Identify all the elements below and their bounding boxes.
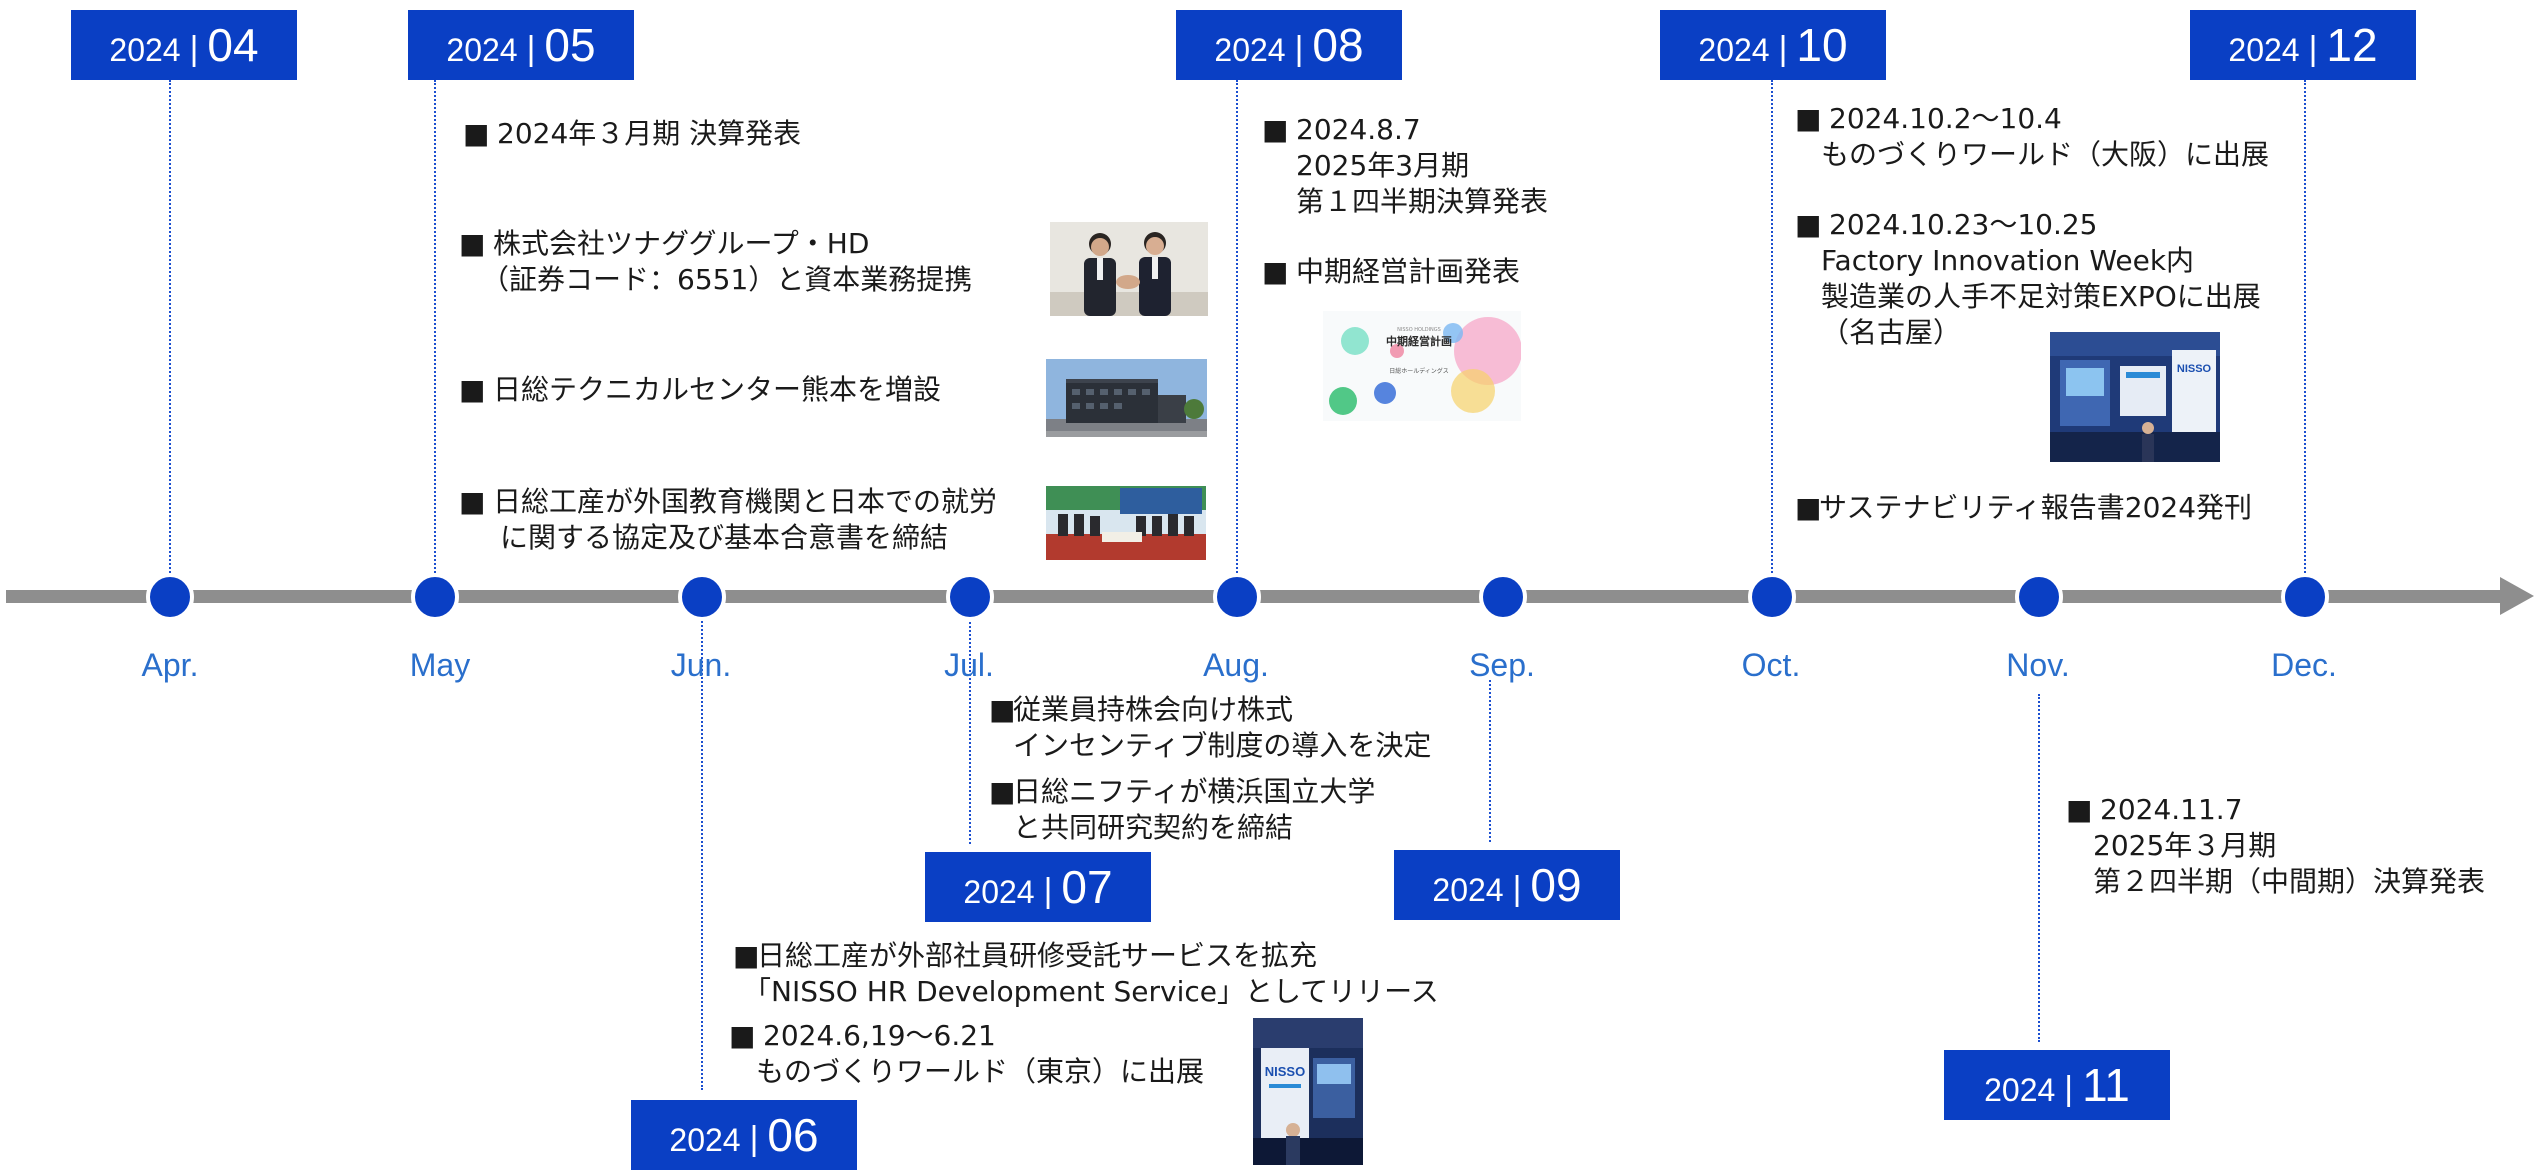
year-box-04: 2024|04 [71,10,297,80]
month-label-nov: Nov. [2006,647,2070,683]
svg-text:NISSO HOLDINGS: NISSO HOLDINGS [1397,327,1441,333]
month-label-jun: Jun. [670,647,732,683]
timeline-dot-may [411,573,459,621]
event-oct-monozukuri-osaka: ■2024.10.2～10.4 ものづくりワールド（大阪）に出展 [1795,102,2270,171]
event-aug-midterm-plan: ■中期経営計画発表 [1262,255,1521,288]
timeline-dot-dec [2281,573,2329,621]
svg-text:中期経営計画: 中期経営計画 [1386,334,1452,348]
month-label-jul: Jul. [944,647,994,683]
year-box-08: 2024|08 [1176,10,1402,80]
month-label-apr: Apr. [141,647,199,683]
connector-dec [2304,80,2306,576]
timeline-dot-oct [1748,573,1796,621]
kumamoto-building-photo [1046,359,1207,437]
year-box-10: 2024|10 [1660,10,1886,80]
svg-text:NISSO: NISSO [2177,363,2212,375]
event-jul-stock-incentive: ■従業員持株会向け株式 インセンティブ制度の導入を決定 [989,693,1432,762]
agreement-signing-photo [1046,486,1206,560]
midterm-plan-cover-image: NISSO HOLDINGS 中期経営計画 日総ホールディングス [1323,311,1521,421]
event-may-foreign-agreement: ■日総工産が外国教育機関と日本での就労 に関する協定及び基本合意書を締結 [459,485,998,554]
month-label-oct: Oct. [1741,647,1801,683]
event-may-earnings: ■2024年３月期 決算発表 [463,117,802,150]
timeline-dot-apr [146,573,194,621]
connector-oct [1771,80,1773,576]
year-box-07: 2024|07 [925,852,1151,922]
timeline-arrowhead [2500,577,2534,615]
expo-booth-tokyo-photo: NISSO [1253,1018,1363,1165]
connector-nov [2038,694,2040,1042]
timeline-dot-nov [2015,573,2063,621]
timeline-dot-jul [946,573,994,621]
connector-apr [169,80,171,576]
month-label-sep: Sep. [1469,647,1535,683]
year-box-05: 2024|05 [408,10,634,80]
expo-booth-nagoya-photo: NISSO [2050,332,2220,462]
event-oct-sustainability-report: ■サステナビリティ報告書2024発刊 [1795,491,2253,524]
year-box-09: 2024|09 [1394,850,1620,920]
svg-text:日総ホールディングス: 日総ホールディングス [1389,367,1449,375]
event-nov-q2-earnings: ■2024.11.7 2025年３月期 第２四半期（中間期）決算発表 [2066,793,2486,898]
handshake-photo [1050,222,1208,316]
svg-text:NISSO: NISSO [1265,1064,1305,1079]
timeline-dot-sep [1479,573,1527,621]
timeline-dot-aug [1213,573,1261,621]
connector-sep [1489,680,1491,842]
year-box-11: 2024|11 [1944,1050,2170,1120]
connector-aug [1236,80,1238,576]
event-jun-monozukuri-tokyo: ■2024.6,19～6.21 ものづくりワールド（東京）に出展 [729,1019,1205,1088]
event-may-kumamoto-center: ■日総テクニカルセンター熊本を増設 [459,373,942,406]
year-box-06: 2024|06 [631,1100,857,1170]
event-oct-factory-week: ■2024.10.23～10.25 Factory Innovation Wee… [1795,208,2261,349]
year-box-12: 2024|12 [2190,10,2416,80]
connector-may [434,80,436,576]
connector-jul [969,614,971,844]
month-label-dec: Dec. [2271,647,2337,683]
event-jun-hr-service: ■日総工産が外部社員研修受託サービスを拡充 「NISSO HR Developm… [733,939,1439,1008]
event-aug-q1-earnings: ■2024.8.7 2025年3月期 第１四半期決算発表 [1262,113,1549,218]
month-label-aug: Aug. [1203,647,1269,683]
month-label-may: May [409,647,471,683]
connector-jun [701,614,703,1090]
event-may-tunagu-alliance: ■株式会社ツナググループ・HD （証券コード：6551）と資本業務提携 [459,227,973,296]
event-jul-yokohama-research: ■日総ニフティが横浜国立大学 と共同研究契約を締結 [989,775,1376,844]
timeline-dot-jun [678,573,726,621]
